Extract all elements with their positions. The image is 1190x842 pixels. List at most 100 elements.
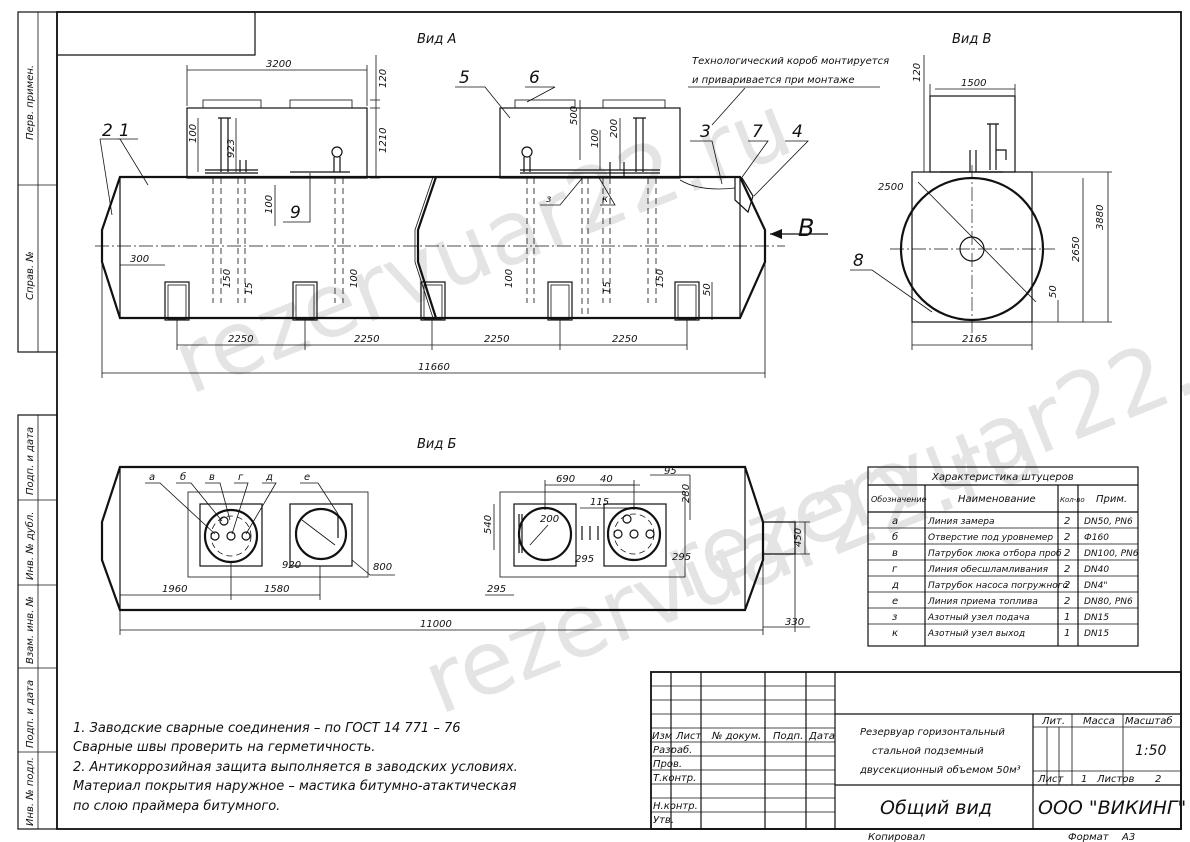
dimension: 15 xyxy=(244,282,255,295)
view-a-title: Вид А xyxy=(417,32,456,47)
dimension: 540 xyxy=(483,515,494,534)
stamp-label: Подп. и дата xyxy=(25,427,36,495)
view-a: Вид А xyxy=(95,32,889,378)
table-cell: 2 xyxy=(1064,516,1070,527)
dimension: 100 xyxy=(264,195,275,214)
fitting-letter: а xyxy=(149,472,155,483)
tech-note: Технологический короб монтируется xyxy=(692,55,889,67)
table-header: Обозначение xyxy=(871,495,927,504)
tb-description: Резервуар горизонтальный xyxy=(860,727,1005,738)
tb-col-head: Изм xyxy=(652,731,673,742)
table-cell: д xyxy=(891,580,899,591)
table-cell: 2 xyxy=(1064,548,1070,559)
fitting-letter: г xyxy=(238,472,244,483)
tb-role: Утв. xyxy=(653,815,674,826)
tb-sheet: 1 xyxy=(1081,774,1087,785)
tb-role: Т.контр. xyxy=(653,773,696,784)
view-b-title: Вид Б xyxy=(417,437,456,452)
dimension: 800 xyxy=(373,562,392,573)
dimension: 280 xyxy=(681,484,692,503)
callout: 3 xyxy=(700,122,711,142)
dimension: 300 xyxy=(130,254,149,265)
view-v-title: Вид В xyxy=(952,32,991,47)
table-cell: DN15 xyxy=(1084,629,1109,639)
dimension: 95 xyxy=(664,466,677,477)
callout: 5 xyxy=(459,68,470,88)
table-cell: Патрубок люка отбора проб xyxy=(928,549,1062,559)
dimension: 115 xyxy=(590,497,609,508)
table-cell: 1 xyxy=(1064,612,1070,623)
table-cell: DN40 xyxy=(1084,565,1109,575)
callout: 8 xyxy=(853,251,864,271)
tb-role: Н.контр. xyxy=(653,801,698,812)
view-v: Вид В 1500 120 2500 3880 2650 50 2165 8 xyxy=(850,32,1112,350)
dimension: 330 xyxy=(785,617,804,628)
tb-col-head: № докум. xyxy=(711,731,761,742)
tb-scale-label: Масштаб xyxy=(1125,715,1173,727)
tech-note: и приваривается при монтаже xyxy=(692,75,855,86)
view-b: Вид Б а б в xyxy=(100,437,810,635)
view-a-dimensions: 3200 120 1210 100 923 100 500 100 200 30… xyxy=(101,55,766,378)
dimension: 11660 xyxy=(418,362,450,373)
notes: 1. Заводские сварные соединения – по ГОС… xyxy=(73,721,518,814)
stamp-label: Перв. примен. xyxy=(25,65,36,140)
tb-drawing-title: Общий вид xyxy=(880,797,992,819)
table-cell: Линия приема топлива xyxy=(927,597,1038,607)
note-line: Материал покрытия наружное – мастика бит… xyxy=(73,779,517,794)
callout: 6 xyxy=(529,68,540,88)
tb-description: двусекционный объемом 50м³ xyxy=(859,764,1021,776)
dimension: 2650 xyxy=(1071,237,1082,262)
callouts: 2 1 5 6 3 7 4 9 з к xyxy=(99,68,809,223)
side-stamp: Перв. примен. Справ. № Подп. и дата Инв.… xyxy=(17,11,58,830)
table-cell: Патрубок насоса погружного xyxy=(928,581,1068,591)
note-line: 1. Заводские сварные соединения – по ГОС… xyxy=(73,721,461,736)
table-cell: DN100, PN6 xyxy=(1084,549,1139,559)
dimension: 1960 xyxy=(162,584,187,595)
callout: 1 xyxy=(119,121,130,141)
table-cell: Ф160 xyxy=(1084,533,1109,543)
tb-lit-label: Лит. xyxy=(1041,716,1065,727)
tb-sheet-label: Лист xyxy=(1037,774,1065,785)
dimension: 11000 xyxy=(420,619,452,630)
dimension: 2250 xyxy=(228,334,253,345)
table-header: Кол-во xyxy=(1060,496,1085,504)
table-cell: 1 xyxy=(1064,628,1070,639)
table-cell: DN50, PN6 xyxy=(1084,517,1133,527)
stamp-label: Справ. № xyxy=(25,251,36,300)
fittings-table: Характеристика штуцеров Обозначение Наим… xyxy=(867,466,1139,647)
dimension: 100 xyxy=(349,269,360,288)
tech-box-left xyxy=(186,107,368,179)
tb-sheets-label: Листов xyxy=(1096,774,1134,785)
view-arrow-label: В xyxy=(798,214,814,242)
dimension: 3880 xyxy=(1095,205,1106,230)
dimension: 50 xyxy=(1048,285,1059,298)
dimension: 295 xyxy=(575,554,594,565)
dimension: 450 xyxy=(793,528,804,547)
dimension: 1500 xyxy=(961,78,986,89)
tb-format: А3 xyxy=(1121,832,1135,842)
tb-col-head: Подп. xyxy=(773,731,803,742)
small-letter: к xyxy=(602,194,608,205)
table-cell: з xyxy=(892,612,897,623)
callout: 9 xyxy=(290,203,301,223)
dimension: 500 xyxy=(569,106,580,125)
table-cell: а xyxy=(892,516,898,527)
tb-col-head: Лист xyxy=(675,731,703,742)
dimension: 2250 xyxy=(484,334,509,345)
dimension: 2165 xyxy=(962,334,987,345)
table-cell: к xyxy=(892,628,898,639)
table-cell: е xyxy=(892,596,898,607)
fitting-letter: е xyxy=(304,472,310,483)
stamp-label: Взам. инв. № xyxy=(25,596,36,664)
table-cell: в xyxy=(892,548,898,559)
dimension: 923 xyxy=(226,139,237,158)
dimension: 120 xyxy=(378,69,389,88)
table-cell: DN4" xyxy=(1084,581,1108,591)
table-cell: DN15 xyxy=(1084,613,1109,623)
tech-box-right xyxy=(499,107,681,179)
dimension: 100 xyxy=(590,129,601,148)
tb-mass-label: Масса xyxy=(1083,716,1115,727)
dimension: 920 xyxy=(282,560,301,571)
